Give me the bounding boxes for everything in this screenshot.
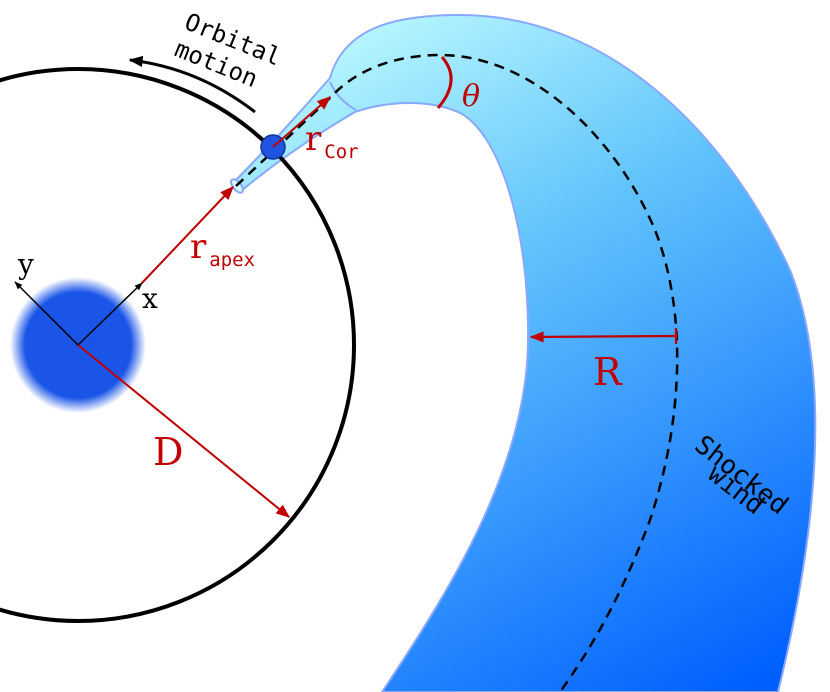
x-axis-arrow <box>77 282 143 346</box>
orbital-motion-arrow <box>128 55 256 114</box>
d-arrow <box>77 344 291 518</box>
shocked-wind-tube <box>234 13 817 692</box>
r-width-arrow <box>529 331 677 343</box>
theta-label: θ <box>462 79 480 114</box>
theta-arc <box>436 56 453 109</box>
wind-centerline <box>235 53 679 692</box>
x-axis-label: x <box>142 282 158 315</box>
r-cor-arrow <box>272 96 332 148</box>
d-label: D <box>153 430 183 474</box>
y-axis-arrow <box>14 281 79 346</box>
r-width-label: R <box>593 350 623 394</box>
orbit-circle <box>0 67 356 623</box>
r-apex-arrow <box>141 185 234 284</box>
tube-cross-section <box>329 81 357 111</box>
y-axis-label: y <box>17 248 34 281</box>
